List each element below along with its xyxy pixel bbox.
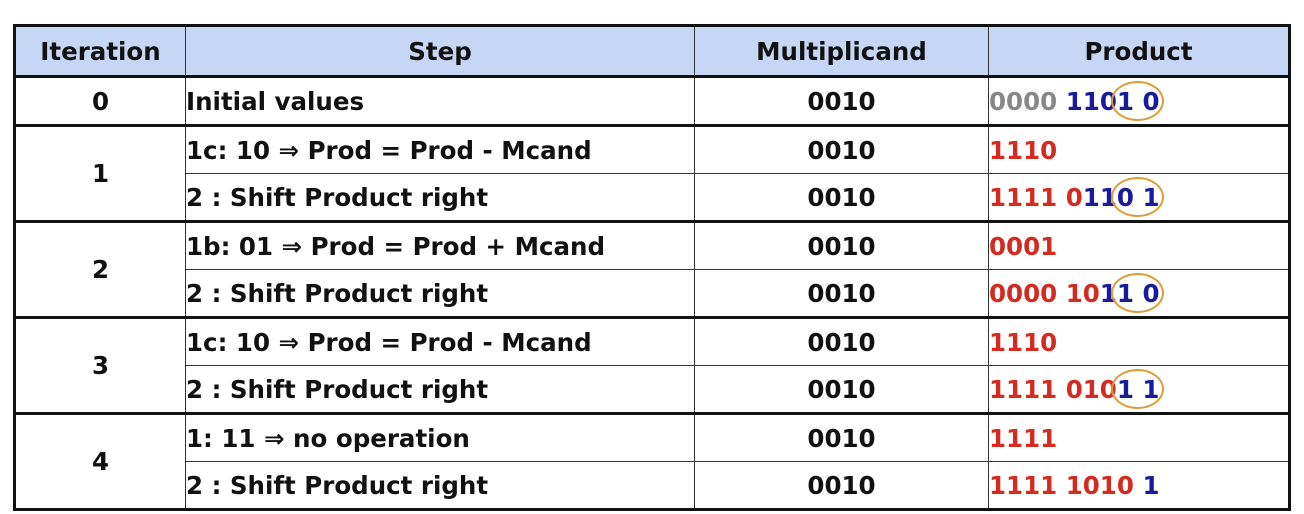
header-step: Step [185,25,695,77]
table-row: 2 1b: 01 ⇒ Prod = Prod + Mcand 0010 0001 [14,220,1290,318]
product-cell: 1111 0101 1 [988,365,1290,414]
multiplicand-cell: 0010 [694,412,989,462]
product-bits: 1 [1099,278,1117,308]
product-bits: 1110 [989,135,1058,165]
table-row: 2 : Shift Product right 0010 0000 1011 0 [15,269,1290,318]
iteration-cell: 1 [14,124,186,222]
product-value: 1111 [989,424,1057,453]
product-bits: 1111 010 [989,374,1117,404]
product-bits: 1 [1142,470,1160,500]
table-row: 1 1c: 10 ⇒ Prod = Prod - Mcand 0010 1110 [14,124,1290,222]
product-bits: 1 0 [1116,278,1160,308]
step-cell: 2 : Shift Product right [185,365,695,414]
table-row: 3 1c: 10 ⇒ Prod = Prod - Mcand 0010 1110 [14,316,1290,414]
table-row: 2 : Shift Product right 0010 1111 0101 1 [15,365,1290,414]
product-cell: 1111 0110 1 [988,173,1290,222]
table-row: 0 Initial values 0010 0000 1101 0 [14,75,1290,126]
multiplicand-cell: 0010 [694,75,989,126]
product-bits: 0001 [989,231,1058,261]
booth-multiplication-table: Iteration Step Multiplicand Product 0 In… [13,24,1291,511]
product-bits: 1110 [989,327,1058,357]
product-bits: 1 0 [1116,86,1160,116]
multiplicand-cell: 0010 [694,316,989,366]
table-row: 2 : Shift Product right 0010 1111 1010 1 [15,461,1290,510]
step-cell: 1c: 10 ⇒ Prod = Prod - Mcand [185,316,695,366]
product-bits: 1111 0 [989,182,1083,212]
step-cell: 1b: 01 ⇒ Prod = Prod + Mcand [185,220,695,270]
product-bits: 1111 1010 [989,470,1143,500]
iteration-cell: 3 [14,316,186,414]
product-bits: 11 [1082,182,1117,212]
step-cell: 2 : Shift Product right [185,173,695,222]
multiplicand-cell: 0010 [694,173,989,222]
multiplicand-cell: 0010 [694,124,989,174]
multiplicand-cell: 0010 [694,365,989,414]
product-bits: 0000 10 [989,278,1100,308]
iteration-cell: 4 [14,412,186,510]
header-row: Iteration Step Multiplicand Product [14,25,1290,77]
product-cell: 1111 [988,412,1290,462]
step-cell: Initial values [185,75,695,126]
header-iteration: Iteration [14,25,186,77]
product-value: 1111 0110 1 [989,183,1160,212]
header-multiplicand: Multiplicand [694,25,989,77]
product-value: 0000 1101 0 [989,87,1160,116]
product-value: 0001 [989,232,1057,261]
product-value: 1110 [989,136,1057,165]
product-value: 1111 0101 1 [989,375,1159,404]
product-value: 0000 1011 0 [989,279,1160,308]
header-product: Product [988,25,1290,77]
product-value: 1111 1010 1 [989,471,1160,500]
product-bits: 0000 [989,86,1058,116]
multiplicand-cell: 0010 [694,220,989,270]
iteration-cell: 2 [14,220,186,318]
product-cell: 1110 [988,124,1290,174]
step-cell: 2 : Shift Product right [185,269,695,318]
product-cell: 1110 [988,316,1290,366]
step-cell: 2 : Shift Product right [185,461,695,510]
multiplicand-cell: 0010 [694,269,989,318]
product-bits: 1 1 [1116,374,1160,404]
table-row: 4 1: 11 ⇒ no operation 0010 1111 [14,412,1290,510]
step-cell: 1: 11 ⇒ no operation [185,412,695,462]
product-bits: 110 [1057,86,1117,116]
product-cell: 0001 [988,220,1290,270]
product-bits: 1111 [989,423,1058,453]
step-cell: 1c: 10 ⇒ Prod = Prod - Mcand [185,124,695,174]
table-row: 2 : Shift Product right 0010 1111 0110 1 [15,173,1290,222]
iteration-cell: 0 [14,75,186,126]
product-cell: 1111 1010 1 [988,461,1290,510]
product-bits: 0 1 [1116,182,1160,212]
product-cell: 0000 1011 0 [988,269,1290,318]
product-cell: 0000 1101 0 [988,75,1290,126]
product-value: 1110 [989,328,1057,357]
multiplicand-cell: 0010 [694,461,989,510]
